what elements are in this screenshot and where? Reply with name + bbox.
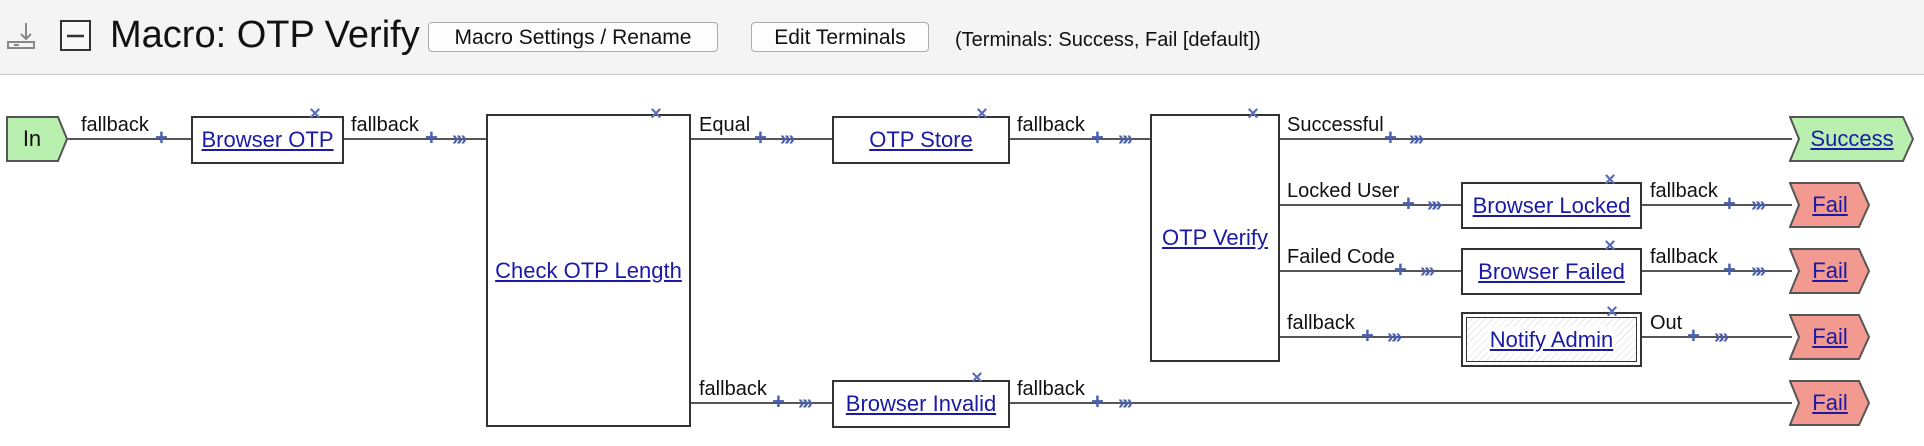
double-arrow-icon: »» xyxy=(780,128,795,150)
double-arrow-icon: »» xyxy=(1409,128,1424,150)
terminal-label[interactable]: Fail xyxy=(1812,192,1848,217)
conn-label-browser-locked: fallback xyxy=(1650,180,1718,202)
add-step-icon[interactable]: + xyxy=(1723,257,1736,282)
conn-label-in: fallback xyxy=(81,114,149,136)
node-check-otp-length[interactable]: Check OTP Length xyxy=(486,114,691,427)
double-arrow-icon: »» xyxy=(1118,128,1133,150)
node-label[interactable]: OTP Store xyxy=(869,127,973,152)
delete-node-icon[interactable]: × xyxy=(309,103,321,125)
node-label[interactable]: Browser Failed xyxy=(1478,258,1625,284)
terminal-fail[interactable]: Fail xyxy=(1789,182,1871,228)
export-icon[interactable] xyxy=(6,20,38,52)
terminal-fail[interactable]: Fail xyxy=(1789,314,1871,360)
node-label[interactable]: OTP Verify xyxy=(1162,225,1268,250)
double-arrow-icon: »» xyxy=(1420,260,1435,282)
conn-label-verify-fallback: fallback xyxy=(1287,312,1355,334)
add-step-icon[interactable]: + xyxy=(1402,191,1415,216)
add-step-icon[interactable]: + xyxy=(1091,389,1104,414)
terminal-fail[interactable]: Fail xyxy=(1789,248,1871,294)
add-step-icon[interactable]: + xyxy=(1361,323,1374,348)
node-notify-admin[interactable]: Notify Admin xyxy=(1461,312,1642,367)
conn-label-failed-code: Failed Code xyxy=(1287,246,1395,268)
double-arrow-icon: »» xyxy=(1751,194,1766,216)
conn-label-equal: Equal xyxy=(699,114,751,136)
conn-label-otp-store: fallback xyxy=(1017,114,1085,136)
conn-label-browser-invalid: fallback xyxy=(1017,378,1085,400)
node-label[interactable]: Browser Locked xyxy=(1472,192,1631,218)
node-browser-invalid[interactable]: Browser Invalid xyxy=(832,380,1010,428)
add-step-icon[interactable]: + xyxy=(1384,125,1397,150)
terminals-info: (Terminals: Success, Fail [default]) xyxy=(955,29,1261,51)
node-browser-locked[interactable]: Browser Locked xyxy=(1461,182,1642,229)
delete-node-icon[interactable]: × xyxy=(976,103,988,125)
delete-node-icon[interactable]: × xyxy=(1604,169,1616,191)
terminal-label[interactable]: Success xyxy=(1810,126,1894,151)
conn-label-locked-user: Locked User xyxy=(1287,180,1400,202)
terminal-fail[interactable]: Fail xyxy=(1789,380,1871,426)
delete-node-icon[interactable]: × xyxy=(1247,103,1259,125)
conn-label-notify-admin: Out xyxy=(1650,312,1683,334)
node-browser-otp[interactable]: Browser OTP xyxy=(191,116,344,164)
edit-terminals-button[interactable]: Edit Terminals xyxy=(751,22,929,52)
in-label: In xyxy=(22,126,42,151)
conn-label-browser-failed: fallback xyxy=(1650,246,1718,268)
node-label[interactable]: Check OTP Length xyxy=(495,257,682,283)
add-step-icon[interactable]: + xyxy=(1394,257,1407,282)
terminal-label[interactable]: Fail xyxy=(1812,324,1848,349)
conn-label-browser-otp: fallback xyxy=(351,114,419,136)
in-terminal: In xyxy=(6,116,68,162)
add-step-icon[interactable]: + xyxy=(155,125,168,150)
delete-node-icon[interactable]: × xyxy=(1606,301,1618,323)
terminal-label[interactable]: Fail xyxy=(1812,258,1848,283)
conn-label-successful: Successful xyxy=(1287,114,1384,136)
page-title: Macro: OTP Verify xyxy=(110,14,420,56)
terminal-label[interactable]: Fail xyxy=(1812,390,1848,415)
node-otp-store[interactable]: OTP Store xyxy=(832,116,1010,164)
double-arrow-icon: »» xyxy=(452,128,467,150)
double-arrow-icon: »» xyxy=(1118,392,1133,414)
terminal-success[interactable]: Success xyxy=(1789,116,1915,162)
double-arrow-icon: »» xyxy=(1387,326,1402,348)
node-label[interactable]: Notify Admin xyxy=(1487,326,1616,353)
add-step-icon[interactable]: + xyxy=(1723,191,1736,216)
double-arrow-icon: »» xyxy=(798,392,813,414)
node-label[interactable]: Browser OTP xyxy=(201,127,334,152)
delete-node-icon[interactable]: × xyxy=(971,367,983,389)
conn-label-check-fallback: fallback xyxy=(699,378,767,400)
node-otp-verify[interactable]: OTP Verify xyxy=(1150,114,1280,362)
node-browser-failed[interactable]: Browser Failed xyxy=(1461,248,1642,295)
macro-header: Macro: OTP Verify Macro Settings / Renam… xyxy=(0,0,1924,75)
add-step-icon[interactable]: + xyxy=(772,389,785,414)
double-arrow-icon: »» xyxy=(1714,326,1729,348)
add-step-icon[interactable]: + xyxy=(425,125,438,150)
add-step-icon[interactable]: + xyxy=(1687,323,1700,348)
collapse-icon[interactable] xyxy=(60,20,92,52)
delete-node-icon[interactable]: × xyxy=(1604,235,1616,257)
double-arrow-icon: »» xyxy=(1427,194,1442,216)
macro-settings-button[interactable]: Macro Settings / Rename xyxy=(428,22,718,52)
add-step-icon[interactable]: + xyxy=(754,125,767,150)
node-label[interactable]: Browser Invalid xyxy=(845,391,997,416)
delete-node-icon[interactable]: × xyxy=(650,103,662,125)
double-arrow-icon: »» xyxy=(1751,260,1766,282)
add-step-icon[interactable]: + xyxy=(1091,125,1104,150)
